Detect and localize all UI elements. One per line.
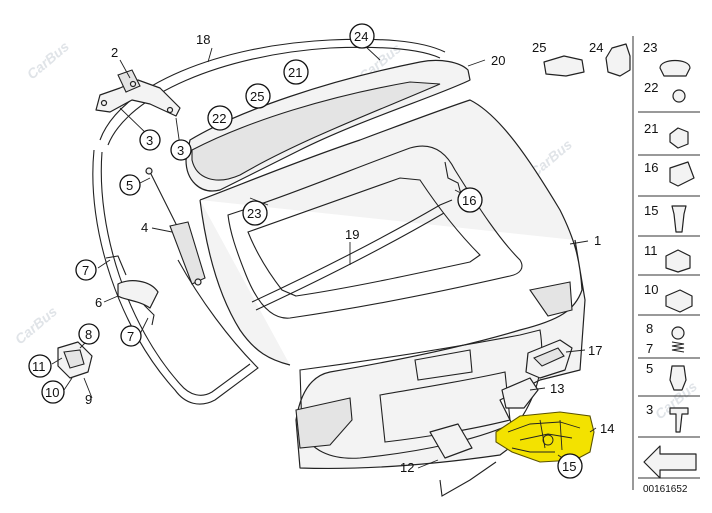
diagram-code: 00161652 bbox=[643, 484, 688, 495]
legend-22: 22 bbox=[644, 80, 658, 95]
callout-25-circle bbox=[245, 83, 271, 109]
legend-24-part bbox=[605, 43, 631, 77]
callout-2: 2 bbox=[111, 45, 118, 60]
legend-25: 25 bbox=[532, 40, 546, 55]
callout-8: 8 bbox=[85, 327, 92, 342]
callout-19: 19 bbox=[345, 227, 359, 242]
callout-7a: 7 bbox=[82, 263, 89, 278]
side-legend: 22 21 16 15 11 10 8 7 5 3 00161652 bbox=[638, 80, 700, 495]
callout-16: 16 bbox=[462, 193, 476, 208]
callout-1: 1 bbox=[594, 233, 601, 248]
callout-21: 21 bbox=[288, 65, 302, 80]
legend-10: 10 bbox=[644, 282, 658, 297]
callout-3a-circle bbox=[139, 129, 161, 151]
legend-11: 11 bbox=[644, 243, 658, 258]
striker-assembly bbox=[57, 341, 93, 379]
callout-14: 14 bbox=[600, 421, 614, 436]
callouts: 2 3 3 5 4 18 24 20 21 25 22 23 16 19 1 7… bbox=[28, 23, 614, 479]
tailgate-panel bbox=[199, 99, 586, 470]
legend-25-part bbox=[543, 55, 585, 77]
callout-21-circle bbox=[283, 59, 309, 85]
legend-5: 5 bbox=[646, 361, 653, 376]
callout-22: 22 bbox=[212, 111, 226, 126]
callout-3a: 3 bbox=[146, 133, 153, 148]
direction-arrow-icon bbox=[643, 445, 697, 479]
tailgate-inner-frame bbox=[247, 177, 481, 297]
clip-7 bbox=[105, 255, 155, 326]
tailgate-lock bbox=[495, 411, 595, 463]
gas-strut bbox=[145, 167, 206, 286]
molding-bracket bbox=[444, 161, 463, 199]
callout-7a-circle bbox=[75, 259, 97, 281]
rear-light-right bbox=[529, 281, 573, 317]
callout-11: 11 bbox=[32, 359, 46, 374]
legend-3: 3 bbox=[646, 402, 653, 417]
tailgate-lock-body bbox=[495, 411, 595, 463]
window-molding-inner bbox=[255, 212, 445, 311]
callout-23-circle bbox=[242, 200, 268, 226]
legend-8: 8 bbox=[646, 321, 653, 336]
handle-switch bbox=[525, 339, 573, 379]
callout-12: 12 bbox=[400, 460, 414, 475]
callout-18: 18 bbox=[196, 32, 210, 47]
legend-23: 23 bbox=[643, 40, 657, 55]
legend-24: 24 bbox=[589, 40, 603, 55]
callout-10: 10 bbox=[45, 385, 59, 400]
tailgate-seal-inner bbox=[100, 46, 441, 396]
legend-15: 15 bbox=[644, 203, 658, 218]
callout-8-circle bbox=[78, 323, 100, 345]
callout-5-circle bbox=[119, 174, 141, 196]
callout-15-circle bbox=[557, 453, 583, 479]
callout-22-circle bbox=[207, 105, 233, 131]
callout-13: 13 bbox=[550, 381, 564, 396]
callout-25: 25 bbox=[250, 89, 264, 104]
legend-16: 16 bbox=[644, 160, 658, 175]
callout-16-circle bbox=[457, 187, 483, 213]
legend-23-part bbox=[659, 59, 691, 77]
callout-3b-circle bbox=[170, 139, 192, 161]
spoiler-glass bbox=[191, 81, 441, 181]
watermark: CarBus bbox=[24, 38, 73, 82]
callout-7b: 7 bbox=[127, 329, 134, 344]
window-molding bbox=[251, 199, 453, 303]
callout-17: 17 bbox=[588, 343, 602, 358]
callout-24-circle bbox=[349, 23, 375, 49]
hinge bbox=[95, 69, 181, 117]
watermark: CarBus bbox=[12, 303, 61, 347]
legend-7: 7 bbox=[646, 341, 653, 356]
callout-15: 15 bbox=[562, 459, 576, 474]
callout-23: 23 bbox=[247, 206, 261, 221]
callout-6: 6 bbox=[95, 295, 102, 310]
tailgate-handle-recess bbox=[414, 349, 473, 381]
callout-9: 9 bbox=[85, 392, 92, 407]
license-recess bbox=[379, 371, 511, 443]
callout-5: 5 bbox=[126, 178, 133, 193]
rear-light-left bbox=[295, 397, 353, 449]
callout-20: 20 bbox=[491, 53, 505, 68]
callout-7b-circle bbox=[120, 325, 142, 347]
release-rod bbox=[429, 423, 497, 497]
cover bbox=[501, 377, 539, 409]
tailgate-window-frame bbox=[227, 145, 523, 319]
top-legend: 25 24 23 bbox=[532, 36, 691, 490]
callout-24: 24 bbox=[354, 29, 368, 44]
callout-4: 4 bbox=[141, 220, 148, 235]
callout-10-circle bbox=[41, 380, 65, 404]
callout-11-circle bbox=[28, 354, 52, 378]
legend-21: 21 bbox=[644, 121, 658, 136]
bracket-6 bbox=[117, 280, 159, 309]
callout-3b: 3 bbox=[177, 143, 184, 158]
